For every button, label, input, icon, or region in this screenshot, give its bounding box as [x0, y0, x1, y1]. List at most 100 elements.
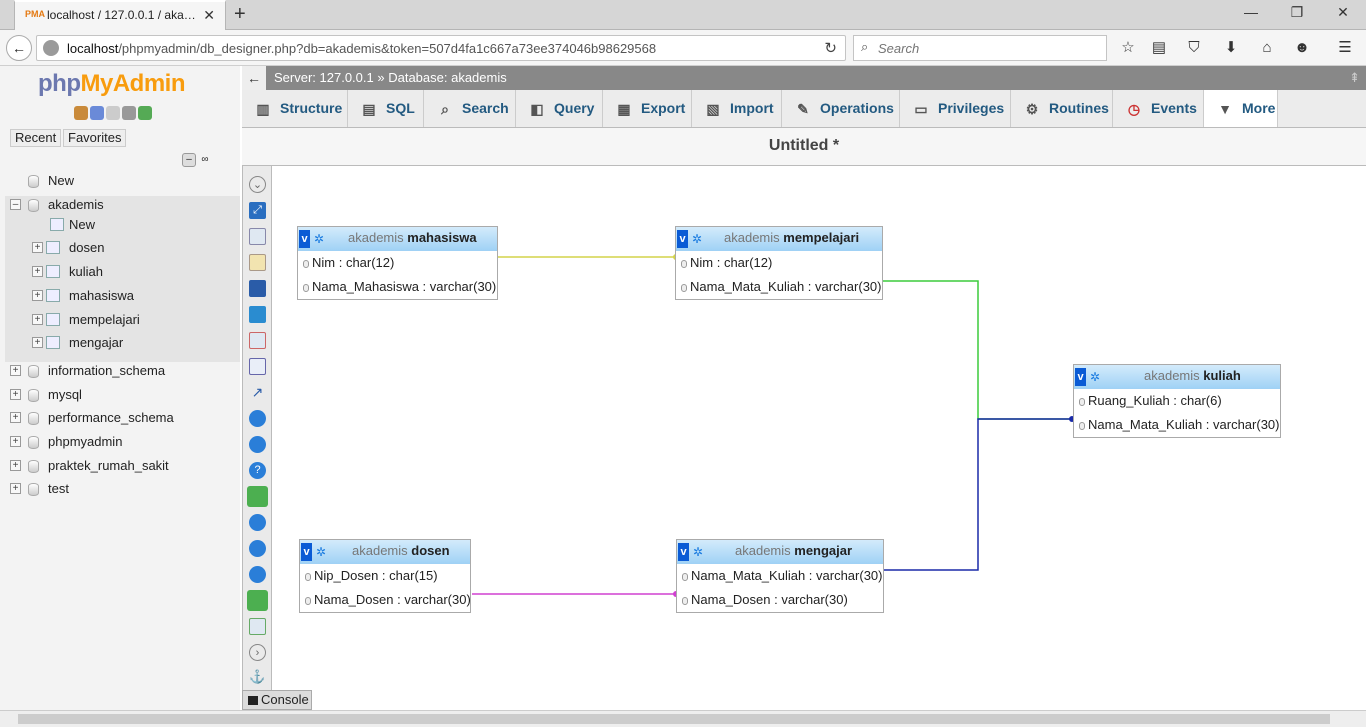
- collapse-nav-icon[interactable]: ←: [242, 66, 266, 90]
- url-text[interactable]: localhost/phpmyadmin/db_designer.php?db=…: [67, 41, 657, 56]
- tab-privileges[interactable]: ▭Privileges: [900, 90, 1011, 127]
- open-page-icon[interactable]: [249, 254, 266, 271]
- snap-to-grid-icon[interactable]: [249, 514, 266, 531]
- favorites-tab[interactable]: Favorites: [63, 129, 127, 147]
- collapse-all-icon[interactable]: –: [182, 153, 196, 167]
- scrollbar-thumb[interactable]: [18, 714, 1330, 724]
- restore-icon[interactable]: ❐: [1290, 4, 1304, 20]
- expand-icon[interactable]: +: [10, 389, 21, 400]
- close-tab-icon[interactable]: ✕: [203, 7, 215, 23]
- table-header[interactable]: v✲ akademis dosen: [300, 540, 470, 564]
- create-table-icon[interactable]: [249, 358, 266, 375]
- tab-search[interactable]: ⌕Search: [424, 90, 516, 127]
- gear-icon[interactable]: ✲: [693, 545, 704, 559]
- tab-sql[interactable]: ▤SQL: [348, 90, 424, 127]
- toggle-columns-icon[interactable]: v: [678, 543, 689, 561]
- expand-icon[interactable]: +: [32, 266, 43, 277]
- column-row[interactable]: Nama_Dosen : varchar(30): [677, 588, 883, 612]
- table-mahasiswa[interactable]: v✲ akademis mahasiswa Nim : char(12) Nam…: [297, 226, 498, 300]
- reload-icon[interactable]: ↻: [824, 40, 837, 57]
- gear-icon[interactable]: ✲: [314, 232, 325, 246]
- expand-icon[interactable]: +: [10, 412, 21, 423]
- expand-icon[interactable]: +: [10, 460, 21, 471]
- expand-icon[interactable]: +: [10, 483, 21, 494]
- close-window-icon[interactable]: ✕: [1337, 4, 1349, 20]
- designer-canvas[interactable]: v✲ akademis mahasiswa Nim : char(12) Nam…: [272, 166, 1366, 690]
- table-mengajar[interactable]: v✲ akademis mengajar Nama_Mata_Kuliah : …: [676, 539, 884, 613]
- back-button[interactable]: ←: [6, 35, 32, 61]
- save-as-icon[interactable]: [249, 306, 266, 323]
- phpmyadmin-logo[interactable]: phpMyAdmin: [38, 70, 185, 97]
- gear-icon[interactable]: ✲: [1090, 370, 1101, 384]
- choose-column-icon[interactable]: [249, 410, 266, 427]
- column-row[interactable]: Nim : char(12): [298, 251, 497, 275]
- column-row[interactable]: Nama_Mata_Kuliah : varchar(30): [676, 275, 882, 299]
- toggle-columns-icon[interactable]: v: [1075, 368, 1086, 386]
- browser-search-input[interactable]: [878, 39, 1098, 57]
- home-icon[interactable]: [74, 106, 88, 120]
- console-button[interactable]: Console: [242, 690, 312, 710]
- reload-icon[interactable]: [249, 436, 266, 453]
- show-hide-left-menu-icon[interactable]: ⌄: [249, 176, 266, 193]
- expand-icon[interactable]: +: [10, 436, 21, 447]
- docs-icon[interactable]: [106, 106, 120, 120]
- gear-icon[interactable]: ✲: [692, 232, 703, 246]
- expand-icon[interactable]: +: [32, 290, 43, 301]
- column-row[interactable]: Nama_Mata_Kuliah : varchar(30): [1074, 413, 1280, 437]
- table-header[interactable]: v✲ akademis kuliah: [1074, 365, 1280, 389]
- create-relation-icon[interactable]: ↗: [251, 384, 264, 400]
- server-crumb[interactable]: Server: 127.0.0.1: [274, 70, 374, 85]
- new-tab-button[interactable]: +: [234, 3, 246, 25]
- reading-list-icon[interactable]: ▤: [1151, 39, 1167, 56]
- fullscreen-icon[interactable]: ⤢: [249, 202, 266, 219]
- toggle-small-big-icon[interactable]: [249, 566, 266, 583]
- column-row[interactable]: Nama_Dosen : varchar(30): [300, 588, 471, 612]
- logout-icon[interactable]: [90, 106, 104, 120]
- tab-events[interactable]: ◷Events: [1113, 90, 1204, 127]
- column-row[interactable]: Ruang_Kuliah : char(6): [1074, 389, 1280, 413]
- browser-tab[interactable]: PMA localhost / 127.0.0.1 / aka… ✕: [14, 0, 226, 30]
- help-icon[interactable]: ?: [249, 462, 266, 479]
- angular-links-icon[interactable]: [247, 486, 268, 507]
- hamburger-menu-icon[interactable]: ☰: [1338, 39, 1352, 56]
- column-row[interactable]: Nama_Mahasiswa : varchar(30): [298, 275, 497, 299]
- url-bar[interactable]: localhost/phpmyadmin/db_designer.php?db=…: [36, 35, 846, 61]
- settings-icon[interactable]: [122, 106, 136, 120]
- toggle-columns-icon[interactable]: v: [677, 230, 688, 248]
- tab-operations[interactable]: ✎Operations: [782, 90, 900, 127]
- table-dosen[interactable]: v✲ akademis dosen Nip_Dosen : char(15) N…: [299, 539, 471, 613]
- table-kuliah[interactable]: v✲ akademis kuliah Ruang_Kuliah : char(6…: [1073, 364, 1281, 438]
- collapse-icon[interactable]: –: [10, 199, 21, 210]
- gear-icon[interactable]: ✲: [316, 545, 327, 559]
- small-big-all-icon[interactable]: [249, 540, 266, 557]
- database-crumb[interactable]: Database: akademis: [388, 70, 507, 85]
- home-icon[interactable]: ⌂: [1262, 39, 1272, 56]
- column-row[interactable]: Nim : char(12): [676, 251, 882, 275]
- hello-icon[interactable]: ☻: [1294, 39, 1310, 56]
- column-row[interactable]: Nama_Mata_Kuliah : varchar(30): [677, 564, 883, 588]
- toggle-columns-icon[interactable]: v: [301, 543, 312, 561]
- tab-structure[interactable]: ▥Structure: [242, 90, 348, 127]
- table-header[interactable]: v✲ akademis mempelajari: [676, 227, 882, 251]
- recent-tab[interactable]: Recent: [10, 129, 62, 147]
- tab-more[interactable]: ▼More: [1204, 90, 1278, 127]
- tab-import[interactable]: ▧Import: [692, 90, 782, 127]
- tab-routines[interactable]: ⚙Routines: [1011, 90, 1113, 127]
- bookmark-star-icon[interactable]: ☆: [1121, 39, 1135, 56]
- minimize-icon[interactable]: —: [1244, 4, 1258, 20]
- expand-icon[interactable]: +: [32, 314, 43, 325]
- expand-icon[interactable]: +: [32, 242, 43, 253]
- delete-page-icon[interactable]: [249, 332, 266, 349]
- save-icon[interactable]: [249, 280, 266, 297]
- table-mempelajari[interactable]: v✲ akademis mempelajari Nim : char(12) N…: [675, 226, 883, 300]
- link-icon[interactable]: ∞: [201, 154, 209, 165]
- expand-icon[interactable]: +: [32, 337, 43, 348]
- column-row[interactable]: Nip_Dosen : char(15): [300, 564, 470, 588]
- toggle-relation-lines-icon[interactable]: [247, 590, 268, 611]
- scroll-top-icon[interactable]: ⇞: [1349, 70, 1360, 85]
- pin-text-icon[interactable]: ⚓: [249, 669, 266, 684]
- download-icon[interactable]: ⬇: [1224, 39, 1238, 56]
- move-menu-icon[interactable]: ›: [249, 644, 266, 661]
- table-header[interactable]: v✲ akademis mahasiswa: [298, 227, 497, 251]
- new-page-icon[interactable]: [249, 228, 266, 245]
